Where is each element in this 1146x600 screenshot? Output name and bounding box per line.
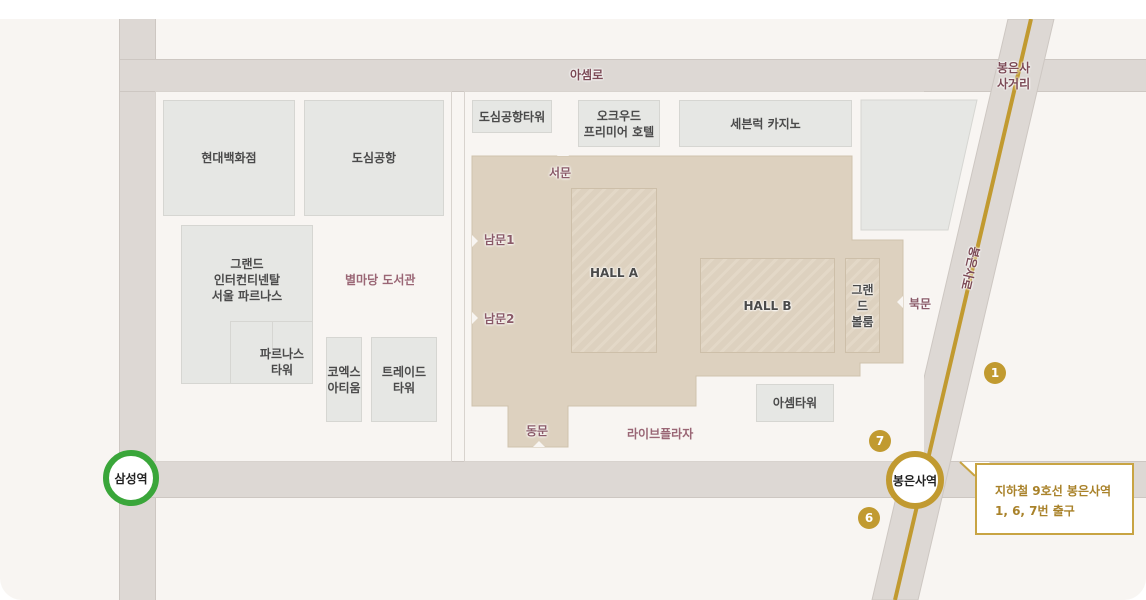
hall-b[interactable]: HALL B <box>700 258 835 353</box>
building-parnas-tower[interactable]: 파르나스 타워 <box>259 347 305 377</box>
place-starfield-library[interactable]: 별마당 도서관 <box>345 273 416 287</box>
gate-south2[interactable]: 남문2 <box>484 312 515 326</box>
building-label: 아셈타워 <box>772 396 818 410</box>
building-label: 현대백화점 <box>201 151 257 165</box>
road-asem-ro <box>119 59 1146 92</box>
callout-line2: 1, 6, 7번 출구 <box>995 504 1075 518</box>
building-label: 도심공항 <box>351 151 397 165</box>
gate-north[interactable]: 북문 <box>909 297 932 311</box>
gate-south1[interactable]: 남문1 <box>484 233 515 247</box>
station-label: 봉은사역 <box>892 473 938 488</box>
place-live-plaza[interactable]: 라이브플라자 <box>627 427 694 441</box>
building-label: 코엑스 아티움 <box>327 364 361 395</box>
exit-badge-1[interactable]: 1 <box>984 362 1006 384</box>
building-label: 그랜드 인터컨티넨탈 서울 파르나스 <box>211 257 283 303</box>
gate-east[interactable]: 동문 <box>526 424 549 438</box>
building-parnas-tower-outline2 <box>272 321 313 349</box>
grand-ballroom[interactable]: 그랜드 볼룸 <box>845 258 880 353</box>
road-label-asem-ro: 아셈로 <box>570 68 604 82</box>
station-callout: 지하철 9호선 봉은사역 1, 6, 7번 출구 <box>975 463 1134 535</box>
building-trade-tower[interactable]: 트레이드 타워 <box>371 337 437 422</box>
map-canvas[interactable]: 현대백화점 도심공항 그랜드 인터컨티넨탈 서울 파르나스 파르나스 타워 코엑… <box>0 19 1146 600</box>
building-coex-artium[interactable]: 코엑스 아티움 <box>326 337 362 422</box>
exit-badge-7[interactable]: 7 <box>869 430 891 452</box>
gate-west[interactable]: 서문 <box>549 166 572 180</box>
road-label-intersection: 봉은사 사거리 <box>997 61 1031 91</box>
building-hyundai[interactable]: 현대백화점 <box>163 100 295 216</box>
building-intercontinental[interactable]: 그랜드 인터컨티넨탈 서울 파르나스 <box>181 225 313 384</box>
building-label: 트레이드 타워 <box>381 364 427 395</box>
callout-line1: 지하철 9호선 봉은사역 <box>995 484 1112 498</box>
building-parnas-tower-outline <box>230 321 313 384</box>
station-label: 삼성역 <box>114 471 148 486</box>
building-label: 오크우드 프리미어 호텔 <box>583 108 655 139</box>
building-oakwood[interactable]: 오크우드 프리미어 호텔 <box>578 100 660 147</box>
building-unnamed-right <box>860 99 978 231</box>
hall-label: HALL A <box>589 266 639 280</box>
building-seven-luck[interactable]: 세븐럭 카지노 <box>679 100 852 147</box>
hall-a[interactable]: HALL A <box>571 188 657 353</box>
hall-label: HALL B <box>743 298 792 313</box>
building-dosim-airport-tower[interactable]: 도심공항타워 <box>472 100 552 133</box>
building-label: 세븐럭 카지노 <box>730 116 801 131</box>
hall-label: 그랜드 볼룸 <box>851 282 874 329</box>
building-dosim-airport[interactable]: 도심공항 <box>304 100 444 216</box>
building-asem-tower[interactable]: 아셈타워 <box>756 384 834 422</box>
building-label: 도심공항타워 <box>478 109 546 124</box>
station-samseong[interactable]: 삼성역 <box>103 450 159 506</box>
station-bongeunsa[interactable]: 봉은사역 <box>886 451 944 509</box>
exit-badge-6[interactable]: 6 <box>858 507 880 529</box>
